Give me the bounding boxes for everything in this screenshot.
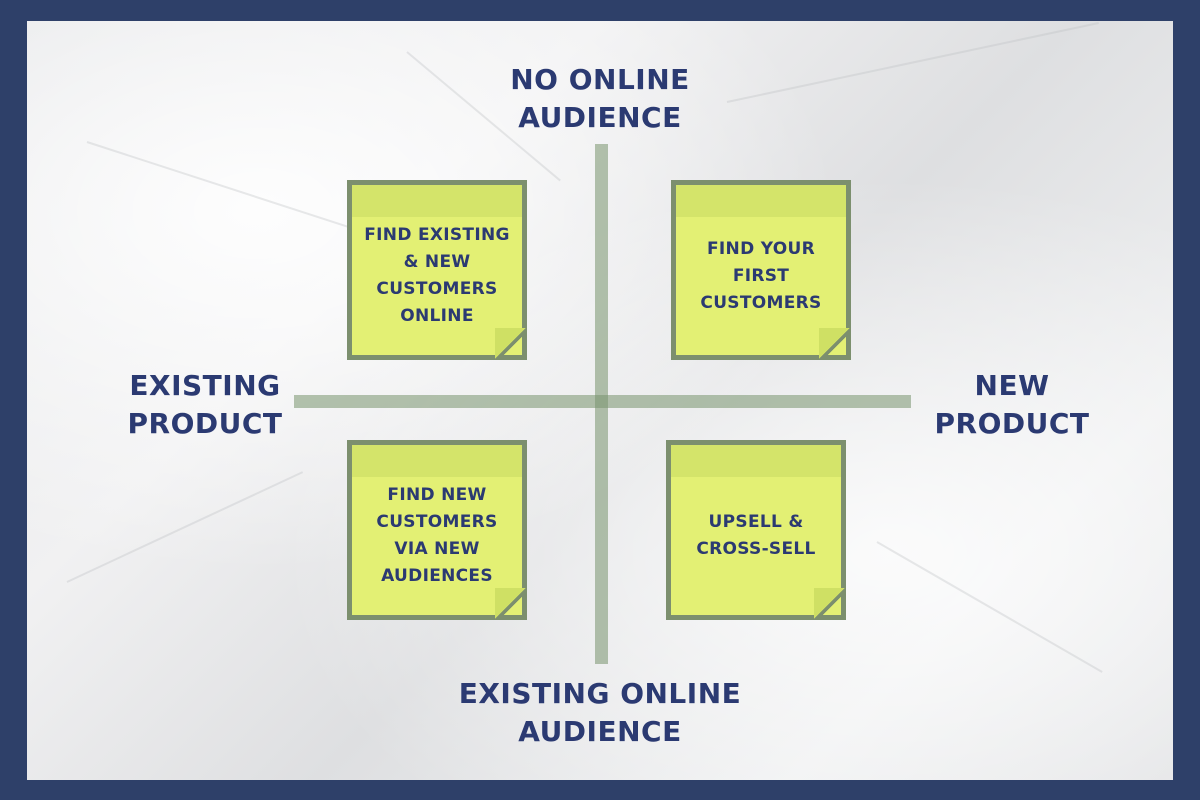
axis-label-left: EXISTING PRODUCT	[127, 369, 283, 440]
sticky-note-band	[352, 185, 522, 217]
paper-background: NO ONLINE AUDIENCE EXISTING ONLINE AUDIE…	[27, 21, 1173, 780]
folded-corner-icon	[819, 328, 851, 360]
sticky-note-top-left: FIND EXISTING & NEW CUSTOMERS ONLINE	[347, 180, 527, 360]
sticky-note-band	[671, 445, 841, 477]
folded-corner-icon	[495, 588, 527, 620]
axis-label-bottom: EXISTING ONLINE AUDIENCE	[458, 677, 742, 748]
sticky-note-top-right: FIND YOUR FIRST CUSTOMERS	[671, 180, 851, 360]
paper-crease	[66, 471, 304, 583]
sticky-note-band	[352, 445, 522, 477]
sticky-note-text: FIND EXISTING & NEW CUSTOMERS ONLINE	[364, 225, 510, 326]
folded-corner-icon	[814, 588, 846, 620]
paper-crease	[876, 541, 1103, 673]
axis-label-top: NO ONLINE AUDIENCE	[510, 63, 690, 134]
sticky-note-text: UPSELL & CROSS-SELL	[696, 512, 816, 559]
paper-crease	[726, 22, 1099, 103]
axis-label-right: NEW PRODUCT	[934, 369, 1090, 440]
sticky-note-text: FIND YOUR FIRST CUSTOMERS	[700, 238, 822, 313]
folded-corner-icon	[495, 328, 527, 360]
sticky-note-bottom-right: UPSELL & CROSS-SELL	[666, 440, 846, 620]
paper-crease	[86, 141, 373, 236]
horizontal-axis	[294, 395, 911, 408]
sticky-note-bottom-left: FIND NEW CUSTOMERS VIA NEW AUDIENCES	[347, 440, 527, 620]
sticky-note-band	[676, 185, 846, 217]
sticky-note-text: FIND NEW CUSTOMERS VIA NEW AUDIENCES	[376, 485, 498, 586]
